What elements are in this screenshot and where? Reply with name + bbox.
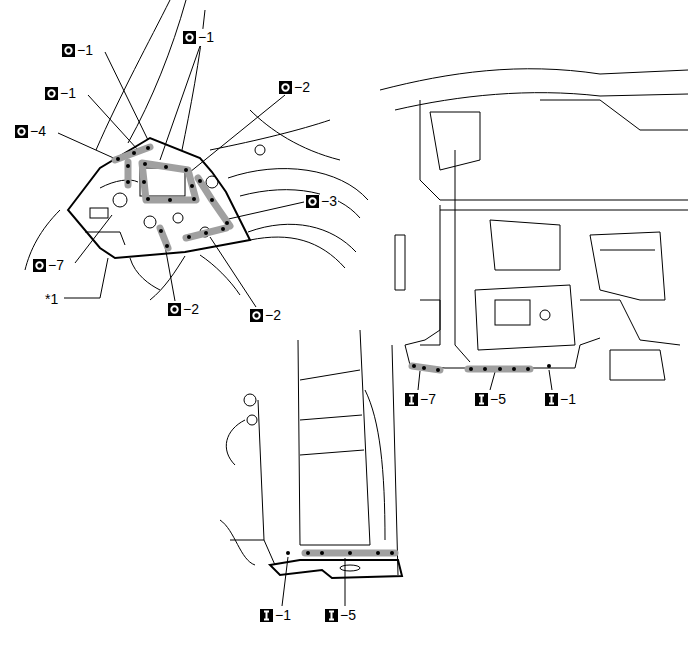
- part-reference: *1: [44, 291, 59, 308]
- callout-number: −1: [76, 42, 94, 59]
- callout-number: −4: [29, 123, 47, 140]
- callout-number: −2: [293, 79, 311, 96]
- callout-number: −7: [419, 391, 437, 408]
- weld-symbol: [250, 309, 263, 322]
- weld-symbol: [260, 609, 273, 622]
- weld-symbol: [33, 259, 46, 272]
- callout-number: −5: [489, 391, 507, 408]
- weld-symbol: [475, 393, 488, 406]
- callout-number: −1: [197, 29, 215, 46]
- callout-number: −2: [182, 301, 200, 318]
- weld-symbol: [279, 81, 292, 94]
- weld-symbol: [306, 195, 319, 208]
- weld-symbol: [325, 609, 338, 622]
- weld-symbol: [405, 393, 418, 406]
- weld-symbol: [168, 303, 181, 316]
- weld-symbol: [183, 31, 196, 44]
- callout-number: −1: [559, 391, 577, 408]
- callout-number: −1: [59, 85, 77, 102]
- weld-symbol: [15, 125, 28, 138]
- weld-symbol: [62, 44, 75, 57]
- callout-number: −3: [320, 193, 338, 210]
- weld-symbol: [545, 393, 558, 406]
- weld-symbol: [45, 87, 58, 100]
- callout-number: −2: [264, 307, 282, 324]
- callout-number: −7: [47, 257, 65, 274]
- callout-number: −1: [274, 607, 292, 624]
- callout-number: −5: [339, 607, 357, 624]
